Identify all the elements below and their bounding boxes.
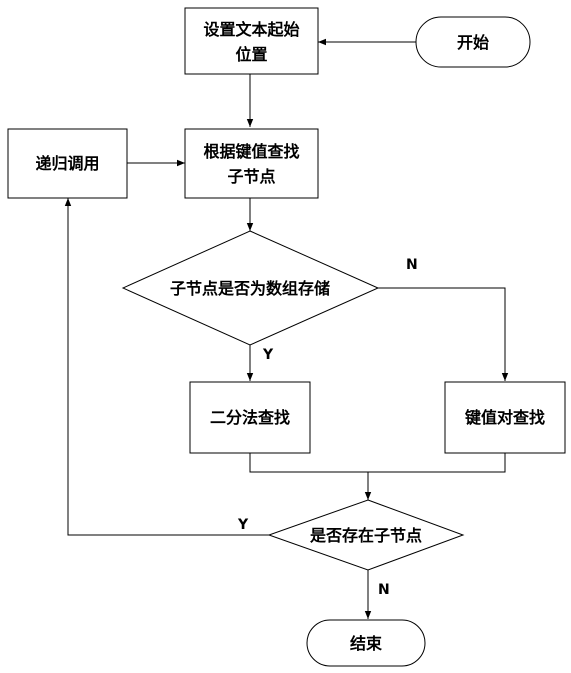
node-start: 开始 <box>415 16 531 68</box>
node-is-array-decision: 子节点是否为数组存储 <box>121 230 380 346</box>
edge-is-array-no <box>378 287 509 381</box>
node-find-child-line2: 子节点 <box>227 167 275 186</box>
node-recursive-call-label: 递归调用 <box>35 154 99 173</box>
node-recursive-call: 递归调用 <box>7 128 128 199</box>
edge-binary-to-merge <box>249 453 506 473</box>
node-find-child: 根据键值查找 子节点 <box>184 128 319 199</box>
edge-label-child-yes: Y <box>237 517 249 533</box>
edge-label-child-no: N <box>378 582 390 598</box>
node-set-start-line2: 位置 <box>235 45 267 64</box>
node-find-child-line1: 根据键值查找 <box>203 142 299 161</box>
node-end-label: 结束 <box>349 634 383 653</box>
edge-label-array-no: N <box>406 257 418 273</box>
edge-has-child-yes <box>64 198 269 536</box>
node-set-start: 设置文本起始 位置 <box>184 7 319 75</box>
edge-label-array-yes: Y <box>262 347 274 363</box>
node-is-array-label: 子节点是否为数组存储 <box>170 279 330 298</box>
node-binary-search-label: 二分法查找 <box>210 408 290 427</box>
node-has-child-label: 是否存在子节点 <box>309 526 422 545</box>
node-start-label: 开始 <box>457 33 489 52</box>
node-kv-search-label: 键值对查找 <box>464 408 545 427</box>
node-binary-search: 二分法查找 <box>189 381 311 454</box>
node-has-child-decision: 是否存在子节点 <box>267 499 465 571</box>
node-set-start-line1: 设置文本起始 <box>203 20 299 39</box>
node-end: 结束 <box>306 619 426 667</box>
node-kv-search: 键值对查找 <box>444 381 566 454</box>
